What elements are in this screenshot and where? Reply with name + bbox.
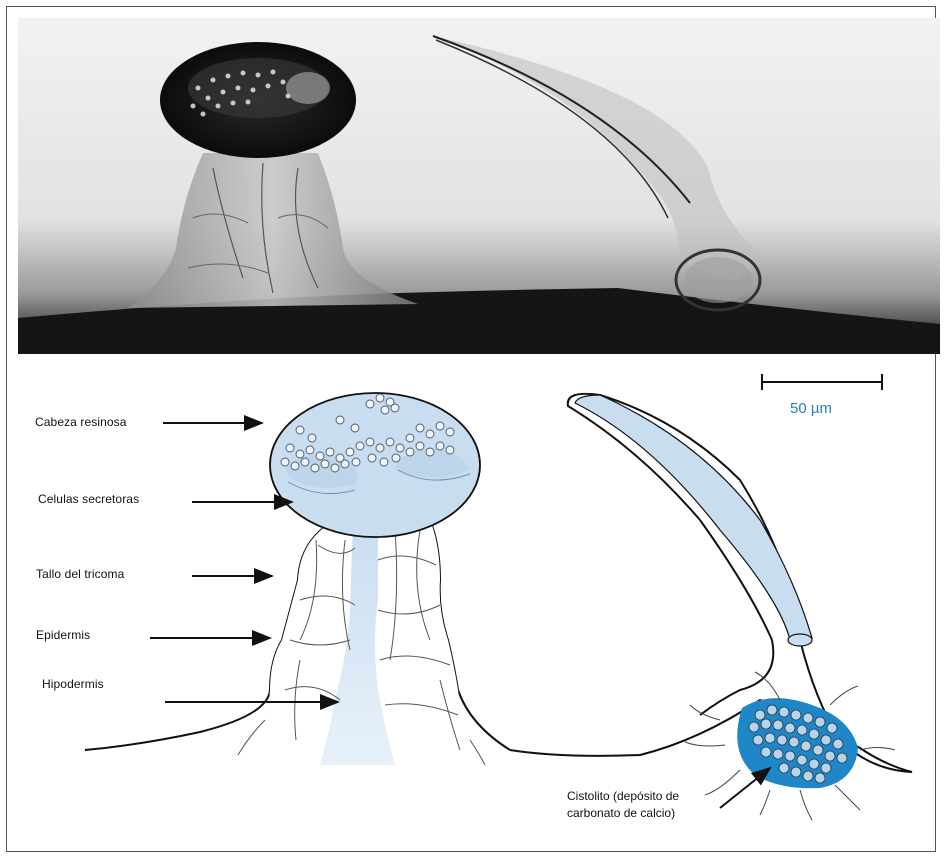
label-cistolito-line1: Cistolito (depósito de	[567, 788, 679, 805]
label-cistolito: Cistolito (depósito de carbonato de calc…	[567, 788, 679, 822]
label-cistolito-line2: carbonato de calcio)	[567, 805, 679, 822]
scale-bar-label: 50 µm	[790, 400, 832, 417]
label-epidermis: Epidermis	[36, 628, 90, 642]
scale-bar	[762, 374, 882, 390]
label-tallo-del-tricoma: Tallo del tricoma	[36, 567, 124, 581]
trichome-diagram	[0, 354, 944, 859]
label-celulas-secretoras: Celulas secretoras	[38, 492, 139, 506]
hair-outline	[510, 394, 912, 772]
label-hipodermis: Hipodermis	[42, 677, 104, 691]
micrograph-photo	[18, 18, 940, 354]
label-cabeza-resinosa: Cabeza resinosa	[35, 415, 127, 429]
